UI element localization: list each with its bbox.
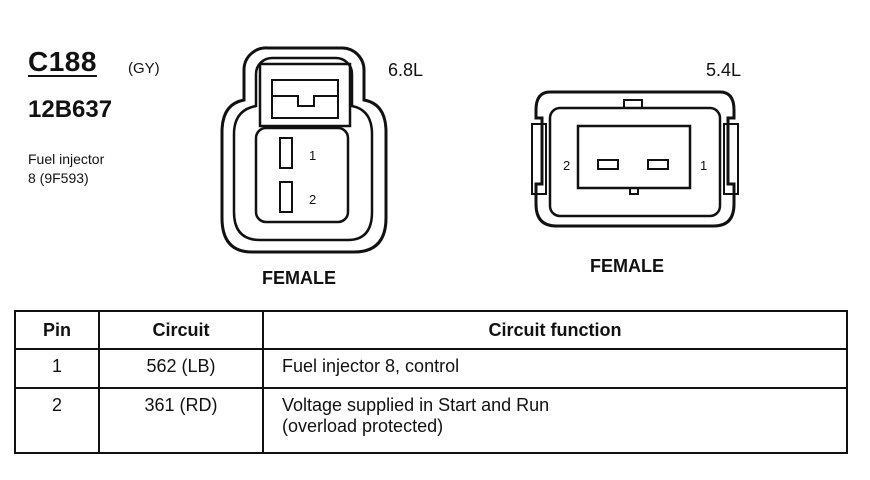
connector-face-5-4l bbox=[531, 90, 739, 228]
table-row: 1 562 (LB) Fuel injector 8, control bbox=[14, 348, 848, 389]
connector-id: C188 bbox=[28, 46, 97, 77]
pinout-table: Pin Circuit Circuit function 1 562 (LB) … bbox=[14, 310, 848, 454]
cell-pin: 1 bbox=[14, 348, 100, 389]
description-line-1: Fuel injector bbox=[28, 151, 105, 167]
header-pin: Pin bbox=[14, 310, 100, 350]
header-circuit: Circuit bbox=[98, 310, 264, 350]
cell-circuit: 562 (LB) bbox=[98, 348, 264, 389]
function-line: Voltage supplied in Start and Run bbox=[282, 395, 550, 415]
header-circuit-function: Circuit function bbox=[262, 310, 848, 350]
connector-face-6-8l bbox=[220, 46, 388, 254]
function-line: (overload protected) bbox=[282, 416, 444, 436]
function-line: Fuel injector 8, control bbox=[282, 356, 460, 376]
connector-description: Fuel injector 8 (9F593) bbox=[28, 150, 168, 188]
engine-label-6-8l: 6.8L bbox=[388, 60, 424, 80]
connector-color-code: (GY) bbox=[128, 60, 160, 77]
gender-label-6-8l: FEMALE bbox=[262, 268, 336, 288]
cell-pin: 2 bbox=[14, 387, 100, 454]
part-number: 12B637 bbox=[28, 96, 113, 123]
engine-label-5-4l: 5.4L bbox=[706, 60, 742, 80]
cell-circuit: 361 (RD) bbox=[98, 387, 264, 454]
gender-label-5-4l: FEMALE bbox=[590, 256, 664, 276]
cell-circuit-function: Voltage supplied in Start and Run (overl… bbox=[262, 387, 848, 454]
pin-label-6-8l-a: 1 bbox=[309, 148, 317, 163]
pin-label-6-8l-b: 2 bbox=[309, 192, 317, 207]
table-header-row: Pin Circuit Circuit function bbox=[14, 310, 848, 350]
pin-label-5-4l-b: 1 bbox=[700, 158, 708, 173]
cell-circuit-function: Fuel injector 8, control bbox=[262, 348, 848, 389]
table-row: 2 361 (RD) Voltage supplied in Start and… bbox=[14, 387, 848, 454]
pin-label-5-4l-a: 2 bbox=[563, 158, 571, 173]
description-line-2: 8 (9F593) bbox=[28, 170, 89, 186]
